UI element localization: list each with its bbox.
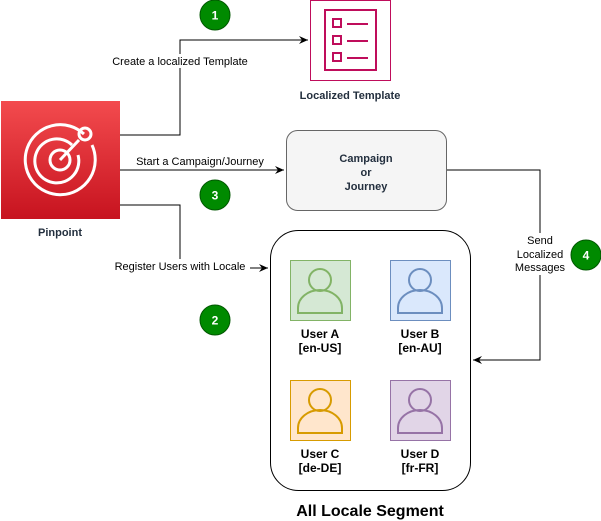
segment-title: All Locale Segment	[296, 503, 444, 520]
edge-start-campaign: Start a Campaign/Journey	[120, 156, 284, 174]
svg-text:4: 4	[583, 249, 590, 263]
svg-text:2: 2	[212, 314, 219, 328]
step-badge-1: 1	[199, 0, 231, 31]
user-locale: [de-DE]	[299, 461, 342, 475]
user-icon	[397, 268, 443, 314]
user-icon	[397, 388, 443, 434]
checklist-icon	[324, 9, 377, 71]
user-locale: [en-AU]	[398, 341, 441, 355]
edge-register-users: Register Users with Locale	[110, 204, 268, 273]
step-badge-2: 2	[199, 304, 231, 336]
user-card[interactable]: User B [en-AU]	[390, 260, 451, 356]
template-label: Localized Template	[300, 90, 401, 102]
user-name: User B	[401, 327, 440, 341]
user-icon	[297, 388, 343, 434]
edge-label-send-2: Localized	[517, 249, 563, 261]
user-locale: [en-US]	[299, 341, 342, 355]
user-card[interactable]: User D [fr-FR]	[390, 380, 451, 476]
edge-label-create: Create a localized Template	[112, 56, 248, 68]
target-icon	[23, 123, 97, 197]
step-badge-4: 4	[570, 239, 601, 271]
campaign-line-3: Journey	[345, 181, 389, 193]
edge-label-register: Register Users with Locale	[115, 261, 246, 273]
user-name: User A	[301, 327, 340, 341]
edge-send-messages: Send Localized Messages	[446, 169, 566, 364]
user-card[interactable]: User A [en-US]	[290, 260, 351, 356]
localized-template-node[interactable]: Localized Template	[300, 0, 401, 103]
svg-text:1: 1	[212, 9, 219, 23]
user-name: User D	[401, 447, 440, 461]
user-name: User C	[301, 447, 340, 461]
edge-label-send-3: Messages	[515, 262, 566, 274]
edge-label-send-1: Send	[527, 235, 553, 247]
user-icon	[297, 268, 343, 314]
edge-label-start: Start a Campaign/Journey	[136, 156, 264, 168]
user-locale: [fr-FR]	[402, 461, 439, 475]
campaign-journey-node[interactable]: Campaign or Journey	[286, 130, 447, 211]
edge-create-template: Create a localized Template	[110, 36, 308, 136]
svg-text:3: 3	[212, 189, 219, 203]
pinpoint-label: Pinpoint	[38, 227, 82, 239]
campaign-line-2: or	[361, 167, 373, 179]
pinpoint-node[interactable]: Pinpoint	[1, 101, 120, 239]
campaign-line-1: Campaign	[339, 153, 392, 165]
user-card[interactable]: User C [de-DE]	[290, 380, 351, 476]
step-badge-3: 3	[199, 179, 231, 211]
